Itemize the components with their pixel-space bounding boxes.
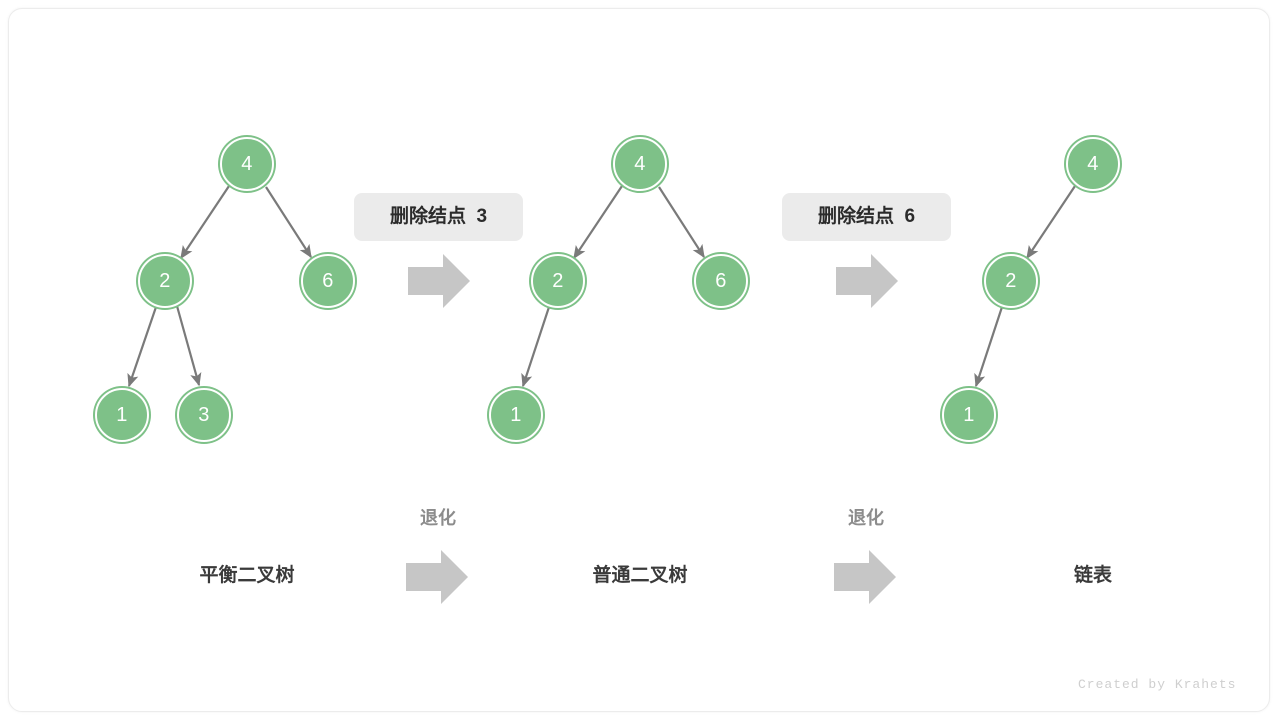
node-value: 1 [510,404,522,426]
tree-node[interactable]: 1 [489,388,543,442]
tree-node[interactable]: 3 [177,388,231,442]
node-value: 4 [241,153,253,175]
operation-label: 删除结点 3 [354,193,523,241]
tree-node[interactable]: 2 [531,254,585,308]
tree-node[interactable]: 1 [942,388,996,442]
tree-node[interactable]: 4 [220,137,274,191]
diagram-card [8,8,1270,712]
node-value: 6 [715,270,727,292]
node-value: 2 [552,270,564,292]
tree-node[interactable]: 4 [613,137,667,191]
node-value: 3 [198,404,210,426]
tree-node[interactable]: 2 [984,254,1038,308]
operation-label: 删除结点 6 [782,193,951,241]
stage-caption-ordinary: 普通二叉树 [592,565,688,586]
tree-node[interactable]: 4 [1066,137,1120,191]
degrade-label: 退化 [420,508,456,528]
node-value: 4 [634,153,646,175]
node-value: 4 [1087,153,1099,175]
tree-node[interactable]: 2 [138,254,192,308]
stage-caption-linked-list: 链表 [1073,565,1113,586]
credit-text: Created by Krahets [1078,677,1237,692]
degrade-label: 退化 [848,508,884,528]
node-value: 1 [116,404,128,426]
node-value: 2 [159,270,171,292]
operation-label-text: 删除结点 6 [817,205,916,227]
node-value: 1 [963,404,975,426]
tree-node[interactable]: 6 [694,254,748,308]
stage-caption-balanced: 平衡二叉树 [199,565,295,586]
operation-label-text: 删除结点 3 [389,205,488,227]
node-value: 6 [322,270,334,292]
tree-node[interactable]: 6 [301,254,355,308]
node-value: 2 [1005,270,1017,292]
tree-node[interactable]: 1 [95,388,149,442]
